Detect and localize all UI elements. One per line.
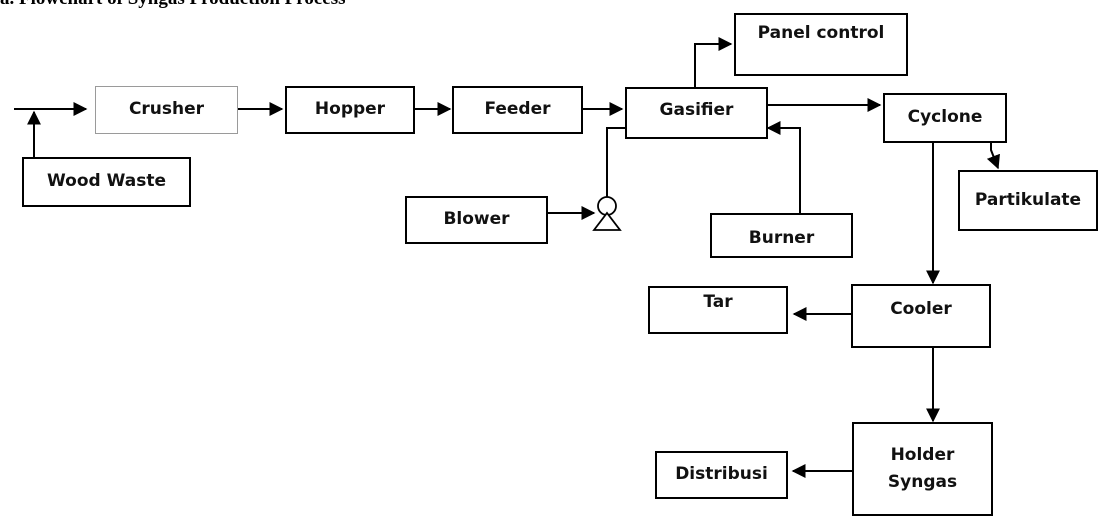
distribusi-box: Distribusi (655, 451, 788, 499)
panel-control-label: Panel control (757, 22, 885, 43)
cooler-label: Cooler (890, 299, 952, 320)
figure-caption: a. Flowchart of Syngas Production Proces… (0, 0, 346, 10)
gasifier-label: Gasifier (659, 100, 734, 120)
wood-waste-box: Wood Waste (22, 157, 191, 207)
feeder-label: Feeder (484, 99, 551, 120)
gasifier-box: Gasifier (625, 87, 768, 139)
tar-label: Tar (703, 292, 733, 313)
feeder-box: Feeder (452, 86, 583, 134)
wood-waste-label: Wood Waste (47, 171, 166, 192)
crusher-box: Crusher (95, 86, 238, 134)
edge-burner-to-gasifier (766, 121, 801, 239)
panel-control-box: Panel control (734, 13, 908, 76)
cyclone-box: Cyclone (883, 93, 1007, 143)
edge-gasifier-to-panel (694, 37, 733, 88)
partikulate-box: Partikulate (958, 170, 1098, 231)
blower-box: Blower (405, 196, 548, 244)
blower-label: Blower (443, 209, 510, 230)
partikulate-label: Partikulate (974, 189, 1082, 210)
hopper-label: Hopper (314, 99, 386, 120)
tar-box: Tar (648, 286, 788, 334)
cyclone-label: Cyclone (907, 107, 983, 128)
cooler-box: Cooler (851, 284, 991, 348)
distribusi-label: Distribusi (675, 464, 768, 485)
hopper-box: Hopper (285, 86, 415, 134)
burner-box: Burner (710, 213, 853, 258)
holder-syngas-label: Holder Syngas (887, 444, 958, 492)
burner-label: Burner (748, 227, 815, 248)
crusher-label: Crusher (128, 99, 205, 120)
holder-syngas-box: Holder Syngas (852, 422, 993, 516)
compressor-symbol (592, 196, 622, 231)
